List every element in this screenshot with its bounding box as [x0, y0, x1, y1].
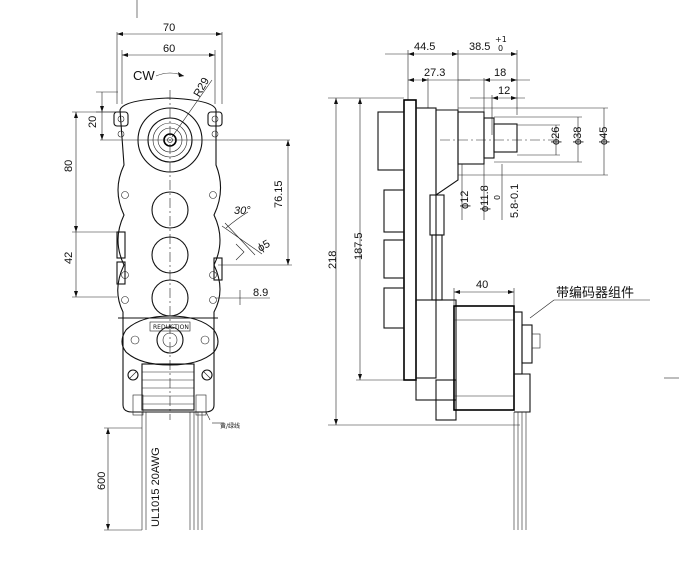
lead-spec: UL1015 20AWG: [150, 447, 162, 527]
dim-12: 12: [498, 85, 510, 97]
dim-18: 18: [494, 67, 506, 79]
dim-8-9: 8.9: [253, 287, 268, 299]
dim-width-70: 70: [163, 22, 175, 34]
dim-42: 42: [63, 252, 75, 264]
dia-tol-range: 5.8-0.1: [509, 184, 521, 218]
dim-width-60: 60: [163, 43, 175, 55]
side-view: 44.5 38.5 +1 0 27.3 18 12: [327, 35, 679, 530]
dim-218: 218: [327, 251, 339, 269]
dia-11-8: ϕ11.8: [479, 185, 491, 212]
dim-80: 80: [63, 160, 75, 172]
rotation-arrow-icon: [178, 72, 184, 77]
dim-44-5: 44.5: [414, 41, 435, 53]
radius-label: R29: [192, 76, 212, 99]
dim-76-15: 76.15: [273, 180, 285, 208]
hole-dia-label: ϕ5: [256, 238, 273, 255]
dia-12: ϕ12: [459, 191, 471, 209]
dia-26: ϕ26: [550, 127, 562, 145]
dim-27-3: 27.3: [424, 67, 445, 79]
dim-38-5-tol-lower: 0: [498, 44, 503, 53]
dia-45: ϕ45: [598, 127, 610, 145]
lead-wire-label: 黄/绿线: [220, 422, 240, 430]
dim-38-5: 38.5: [469, 41, 490, 53]
dia-tol-0: 0: [493, 195, 502, 200]
dim-20: 20: [87, 116, 99, 128]
reduction-plate: REDUCTION: [153, 324, 189, 331]
rotation-label: CW: [133, 68, 155, 83]
front-view: 70 60 CW R29: [63, 0, 292, 531]
encoder-label: 带编码器组件: [556, 286, 634, 301]
dim-38-5-tol-upper: +1: [495, 35, 507, 44]
dim-40: 40: [476, 279, 488, 291]
angle-label: 30°: [234, 205, 251, 217]
dia-38: ϕ38: [572, 127, 584, 145]
dim-187-5: 187.5: [353, 232, 365, 260]
dim-600: 600: [96, 472, 108, 490]
